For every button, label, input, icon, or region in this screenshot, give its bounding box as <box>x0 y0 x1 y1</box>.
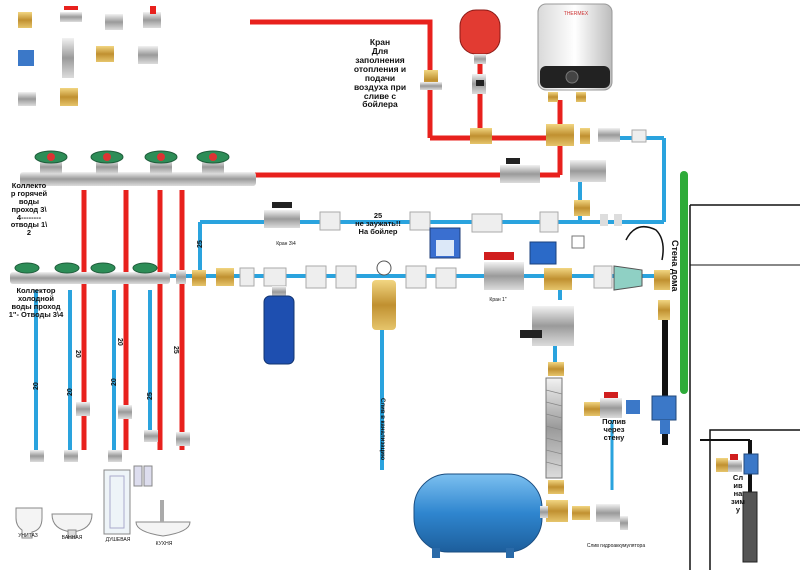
hot-collector <box>20 150 256 186</box>
house-wall <box>680 171 800 570</box>
pipe-size-label: 20 <box>74 350 81 358</box>
toilet-icon <box>15 507 43 539</box>
well-pipes <box>662 320 758 563</box>
shower-icon <box>103 469 131 535</box>
winter-drain-label: Сл ив на зим у <box>731 473 745 514</box>
watering-label: Полив через стену <box>602 417 626 442</box>
water-heater <box>537 3 613 102</box>
kran-1-branch <box>520 306 628 530</box>
kran-34-label: Кран 3\4 <box>276 241 296 247</box>
pipe-size-label: 20 <box>116 338 123 346</box>
upper-cold-line <box>192 202 503 286</box>
cold-collector <box>10 262 186 284</box>
pipe-size-label: 25 <box>172 346 179 354</box>
hot-collector-label: Коллекто р горячей воды проход 3\ 4-----… <box>10 181 48 238</box>
expansion-tank <box>459 9 501 94</box>
house-wall-label: Стена дома <box>670 240 680 292</box>
pipe-size-label: 25 <box>147 392 154 400</box>
cold-collector-label: Коллектор холодной воды проход 1"- Отвод… <box>8 286 64 319</box>
fixture-valves <box>30 402 190 462</box>
fixture-label-shower: ДУШЕВАЯ <box>105 537 131 543</box>
kitchen-sink-icon <box>135 500 191 537</box>
kran-1-label: Кран 1" <box>489 297 507 303</box>
sewer-drain-label: Слив в канализацию <box>379 398 385 461</box>
fill-valve-label: Кран Для заполнения отопления и подачи в… <box>353 37 407 110</box>
hydro-accumulator-tank <box>413 473 548 558</box>
well-drain <box>716 453 759 475</box>
fill-valve-assembly <box>420 70 647 233</box>
bathtub-icon <box>51 513 93 539</box>
fixture-label-toilet: УНИТАЗ <box>18 533 38 539</box>
to-boiler-label: 25 не заужать!! На бойлер <box>355 211 401 236</box>
pipe-size-label: 20 <box>111 378 118 386</box>
hot-water-pipes <box>81 19 563 450</box>
pipe-size-label: 20 <box>33 382 40 390</box>
accumulator-drain-label: Слив гидроаккумулятора <box>586 543 646 549</box>
heater-brand-label: THERMEX <box>563 11 589 17</box>
main-cold-line <box>216 225 670 365</box>
pipe-size-label: 20 <box>67 388 74 396</box>
fixture-label-kitchen: КУХНЯ <box>155 541 173 547</box>
watering-outlet <box>584 392 677 434</box>
fixture-label-bath: ВАННАЯ <box>61 535 83 541</box>
filter-icon <box>133 465 153 487</box>
fittings-legend <box>18 6 161 106</box>
fixtures <box>15 465 191 539</box>
pipe-size-label: 25 <box>197 240 204 248</box>
